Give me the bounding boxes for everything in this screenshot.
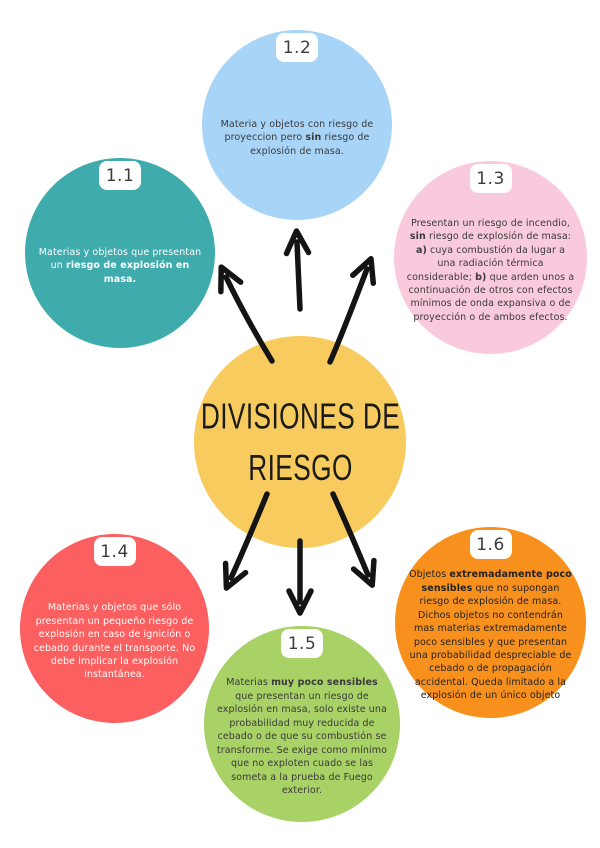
center-title-line2: RIESGO [247, 447, 353, 488]
center-title-line1: DIVISIONES DE [200, 395, 400, 436]
node-1-4-badge: 1.4 [93, 537, 136, 566]
node-1-1: 1.1 Materias y objetos que presentan un … [25, 158, 215, 348]
node-1-2: 1.2 Materia y objetos con riesgo de proy… [202, 30, 392, 220]
node-1-4-text: Materias y objetos que sólo presentan un… [33, 602, 196, 681]
node-1-3-text: Presentan un riesgo de incendio, sin rie… [406, 217, 575, 323]
node-1-3-badge: 1.3 [469, 164, 512, 193]
node-1-4: 1.4 Materias y objetos que sólo presenta… [20, 534, 209, 723]
node-1-6-text: Objetos extremadamente poco sensibles qu… [409, 569, 572, 702]
node-1-1-badge: 1.1 [99, 161, 141, 190]
node-1-1-text: Materias y objetos que presentan un ries… [38, 246, 202, 285]
center-node-divisiones-de-riesgo: DIVISIONES DE RIESGO [194, 336, 406, 548]
node-1-2-badge: 1.2 [276, 33, 318, 62]
node-1-6: 1.6 Objetos extremadamente poco sensible… [395, 527, 586, 718]
node-1-5-text: Materias muy poco sensibles que presenta… [216, 677, 388, 797]
node-1-3: 1.3 Presentan un riesgo de incendio, sin… [394, 161, 587, 354]
node-1-5-badge: 1.5 [281, 629, 323, 658]
arrow-to-1-2 [283, 228, 312, 312]
node-1-5: 1.5 Materias muy poco sensibles que pres… [204, 626, 400, 822]
node-1-2-text: Materia y objetos con riesgo de proyecci… [220, 118, 374, 157]
center-title: DIVISIONES DE RIESGO [200, 390, 399, 494]
node-1-6-badge: 1.6 [469, 530, 512, 559]
